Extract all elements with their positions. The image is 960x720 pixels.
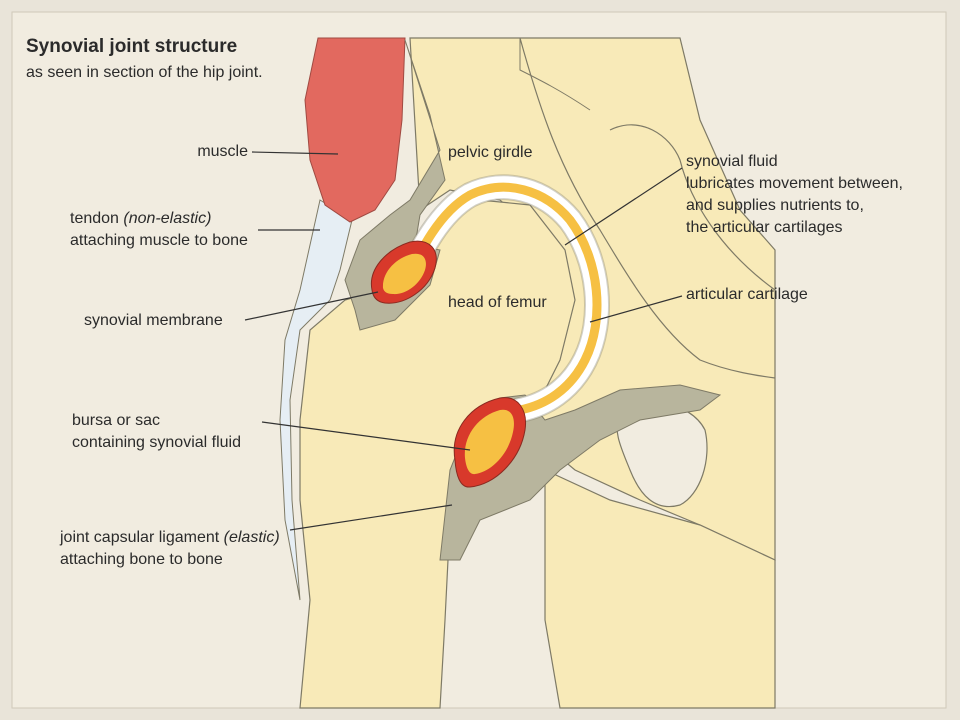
label-synovial-membrane: synovial membrane (84, 312, 223, 329)
label-fluid-line2: lubricates movement between, (686, 175, 903, 192)
label-tendon-line2: attaching muscle to bone (70, 232, 248, 249)
label-tendon-qualifier: (non-elastic) (123, 210, 212, 227)
label-bursa-line1: bursa or sac (72, 412, 161, 429)
leader-lines (244, 151, 683, 531)
muscle (304, 37, 406, 223)
label-fluid-line3: and supplies nutrients to, (686, 197, 864, 214)
label-fluid-line4: the articular cartilages (686, 219, 843, 236)
label-head-of-femur: head of femur (448, 294, 547, 311)
label-ligament-qualifier: (elastic) (223, 529, 280, 546)
leader-bursa (261, 421, 471, 451)
label-tendon-word: tendon (70, 210, 124, 227)
diagram-subtitle: as seen in section of the hip joint. (26, 64, 263, 81)
label-synovial-fluid: synovial fluid lubricates movement betwe… (686, 151, 903, 239)
leader-synovial-membrane (244, 291, 379, 321)
label-ligament-line2: attaching bone to bone (60, 551, 223, 568)
label-bursa: bursa or sac containing synovial fluid (72, 410, 241, 454)
pelvis-contour-1 (519, 37, 776, 379)
ischium-bone (544, 469, 776, 709)
leader-articular-cartilage (589, 295, 683, 323)
label-bursa-line2: containing synovial fluid (72, 434, 241, 451)
label-tendon: tendon (non-elastic) attaching muscle to… (70, 208, 248, 252)
label-fluid-line1: synovial fluid (686, 153, 778, 170)
synovial-fluid-channel (400, 182, 602, 415)
leader-muscle (251, 151, 339, 155)
pelvis-contour-3 (519, 38, 591, 111)
label-muscle: muscle (197, 143, 248, 160)
lower-bursa-fluid (464, 409, 514, 475)
label-articular-cartilage: articular cartilage (686, 286, 808, 303)
leader-synovial-fluid (564, 167, 683, 246)
label-pelvic-girdle: pelvic girdle (448, 144, 533, 161)
upper-bursa-fluid (382, 253, 426, 295)
diagram-title: Synovial joint structure (26, 36, 238, 57)
label-joint-capsular-ligament: joint capsular ligament (elastic) attach… (60, 527, 280, 571)
label-ligament-word: joint capsular ligament (60, 529, 224, 546)
tendon (279, 199, 353, 601)
leader-ligament (289, 504, 453, 531)
pelvis-contour-2 (609, 124, 776, 291)
